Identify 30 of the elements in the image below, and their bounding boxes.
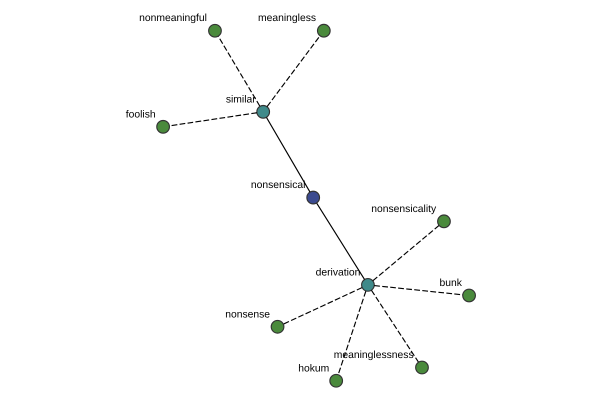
node-circle — [437, 214, 451, 228]
node-circle — [208, 24, 222, 38]
node-circle — [156, 120, 170, 134]
node-circle — [462, 288, 476, 302]
node-circle — [256, 104, 270, 119]
connector — [372, 225, 440, 282]
connector — [316, 202, 366, 280]
node-circle — [316, 24, 331, 38]
node-label: bunk — [439, 278, 462, 289]
node-label: nonsense — [225, 309, 270, 320]
node-label: hokum — [298, 363, 330, 374]
connector — [338, 291, 366, 375]
node-label: nonmeaningful — [139, 13, 207, 24]
connector — [283, 287, 362, 325]
connector — [169, 112, 258, 126]
node-label: meaningless — [258, 13, 316, 24]
node-circle — [361, 278, 375, 292]
connector — [218, 36, 260, 106]
node-label: nonsensicality — [371, 204, 436, 215]
node-label: derivation — [316, 267, 360, 278]
node-label: foolish — [126, 109, 156, 120]
node-circle — [329, 374, 344, 388]
node-label: nonsensical — [250, 180, 306, 192]
node-circle — [415, 360, 429, 374]
node-circle — [270, 320, 284, 334]
node-circle — [306, 190, 320, 204]
node-label: similar — [226, 94, 256, 106]
connector — [266, 117, 310, 192]
connector — [374, 285, 463, 296]
connector — [266, 36, 320, 107]
